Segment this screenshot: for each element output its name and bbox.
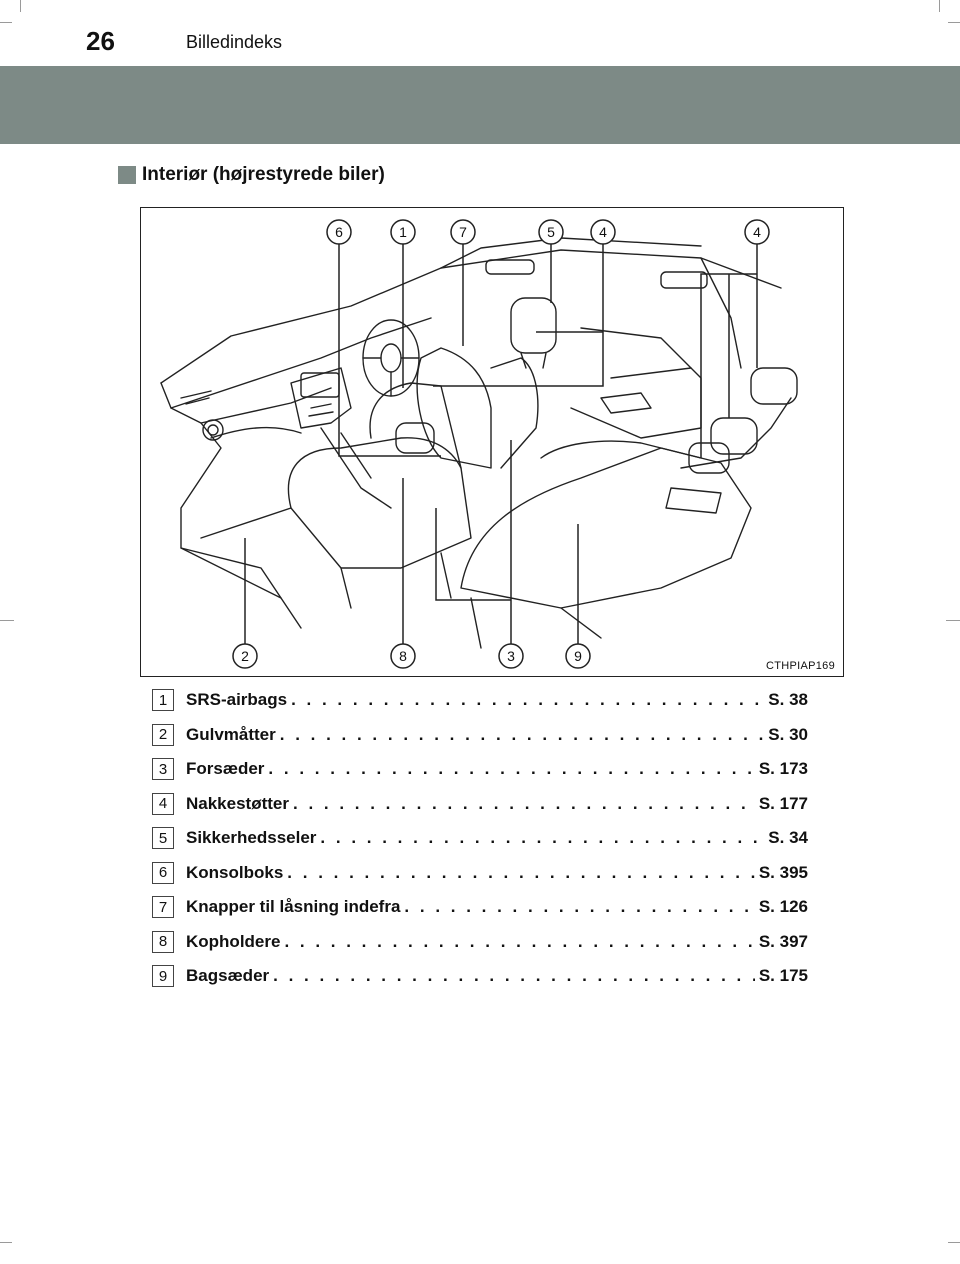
callout-1: [390, 219, 416, 245]
callout-label: 1: [399, 224, 407, 240]
legend-number: 3: [152, 758, 174, 781]
leader-dots: . . . . . . . . . . . . . . . . . . . . …: [273, 966, 755, 986]
crop-mark: [20, 0, 21, 12]
leader-dots: . . . . . . . . . . . . . . . . . . . . …: [404, 897, 754, 917]
legend-label: Bagsæder: [186, 966, 270, 986]
crop-mark: [948, 1242, 960, 1243]
callout-label: 7: [459, 224, 467, 240]
legend-label: Knapper til låsning indefra: [186, 897, 401, 917]
callout-label: 6: [335, 224, 343, 240]
figure-code: CTHPIAP169: [765, 660, 835, 672]
legend-number: 1: [152, 689, 174, 712]
legend-item: 5 Sikkerhedsseler . . . . . . . . . . . …: [152, 821, 808, 856]
legend-label: Gulvmåtter: [186, 724, 276, 744]
callout-6: [326, 219, 352, 245]
leader-dots: . . . . . . . . . . . . . . . . . . . . …: [293, 793, 755, 813]
legend-label: Forsæder: [186, 759, 265, 779]
legend-item: 6 Konsolboks . . . . . . . . . . . . . .…: [152, 856, 808, 891]
legend-page: S. 177: [758, 793, 808, 813]
legend-number: 8: [152, 930, 174, 953]
legend-page: S. 395: [758, 862, 808, 882]
legend-item: 9 Bagsæder . . . . . . . . . . . . . . .…: [152, 959, 808, 994]
legend-label: SRS-airbags: [186, 690, 288, 710]
leader-dots: . . . . . . . . . . . . . . . . . . . . …: [284, 931, 755, 951]
legend-page: S. 30: [768, 724, 808, 744]
legend-number: 4: [152, 792, 174, 815]
section-title: Interiør (højrestyrede biler): [142, 164, 385, 185]
page-number: 26: [86, 26, 115, 56]
callout-3: [498, 643, 524, 669]
legend-item: 7 Knapper til låsning indefra . . . . . …: [152, 890, 808, 925]
legend-item: 8 Kopholdere . . . . . . . . . . . . . .…: [152, 925, 808, 960]
legend-number: 7: [152, 896, 174, 919]
legend-page: S. 34: [768, 828, 808, 848]
leader-dots: . . . . . . . . . . . . . . . . . . . . …: [291, 690, 764, 710]
legend-item: 1 SRS-airbags . . . . . . . . . . . . . …: [152, 683, 808, 718]
legend-item: 4 Nakkestøtter . . . . . . . . . . . . .…: [152, 787, 808, 822]
section-bullet-icon: [118, 166, 136, 184]
interior-drawing: 6 1 7 5 4 4 2 8 3 9: [160, 219, 798, 669]
legend-number: 9: [152, 965, 174, 988]
callout-7: [450, 219, 476, 245]
chapter-title: Billedindeks: [186, 32, 283, 52]
header-band: [0, 66, 960, 144]
callout-label: 2: [241, 648, 249, 664]
legend-number: 6: [152, 861, 174, 884]
legend-page: S. 175: [758, 966, 808, 986]
legend-page: S. 126: [758, 897, 808, 917]
leader-dots: . . . . . . . . . . . . . . . . . . . . …: [268, 759, 755, 779]
legend-page: S. 38: [768, 690, 808, 710]
legend-label: Konsolboks: [186, 862, 284, 882]
crop-mark: [939, 0, 940, 12]
section-heading: Interiør (højrestyrede biler): [118, 164, 385, 186]
legend-label: Kopholdere: [186, 931, 281, 951]
callout-label: 5: [547, 224, 555, 240]
leader-dots: . . . . . . . . . . . . . . . . . . . . …: [320, 828, 764, 848]
crop-mark: [946, 620, 960, 621]
legend-label: Nakkestøtter: [186, 793, 289, 813]
crop-mark: [0, 1242, 12, 1243]
legend-label: Sikkerhedsseler: [186, 828, 317, 848]
leader-dots: . . . . . . . . . . . . . . . . . . . . …: [287, 862, 755, 882]
callout-8: [390, 643, 416, 669]
callout-4b: [744, 219, 770, 245]
legend-number: 2: [152, 723, 174, 746]
callout-label: 3: [507, 648, 515, 664]
legend-page: S. 397: [758, 931, 808, 951]
callout-label: 4: [599, 224, 607, 240]
crop-mark: [948, 22, 960, 23]
callout-label: 8: [399, 648, 407, 664]
crop-mark: [0, 620, 14, 621]
legend-item: 2 Gulvmåtter . . . . . . . . . . . . . .…: [152, 718, 808, 753]
callout-5: [538, 219, 564, 245]
leader-dots: . . . . . . . . . . . . . . . . . . . . …: [279, 724, 765, 744]
legend-page: S. 173: [758, 759, 808, 779]
callout-label: 9: [574, 648, 582, 664]
legend-item: 3 Forsæder . . . . . . . . . . . . . . .…: [152, 752, 808, 787]
callout-9: [565, 643, 591, 669]
callout-2: [232, 643, 258, 669]
callout-4a: [590, 219, 616, 245]
legend-list: 1 SRS-airbags . . . . . . . . . . . . . …: [152, 683, 808, 994]
crop-mark: [0, 22, 12, 23]
callout-label: 4: [753, 224, 761, 240]
legend-number: 5: [152, 827, 174, 850]
interior-illustration: 6 1 7 5 4 4 2 8 3 9 CTHPIAP169: [140, 207, 844, 677]
